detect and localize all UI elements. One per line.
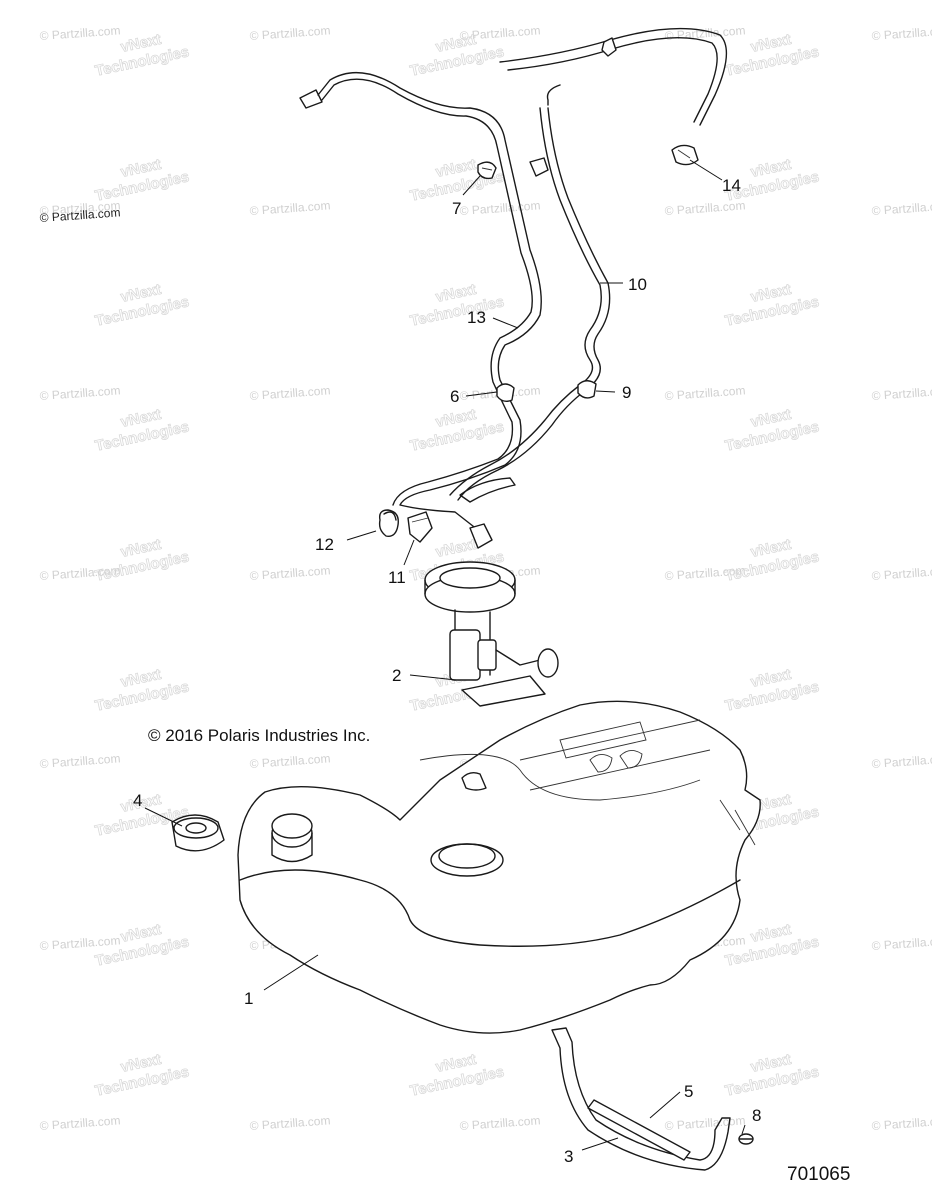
fuel-line-13[interactable] (299, 71, 542, 531)
partzilla-watermark: © Partzilla.com (39, 1113, 121, 1133)
partzilla-watermark: © Partzilla.com (39, 198, 121, 218)
clip-11[interactable] (407, 511, 433, 543)
hose-clamp-12[interactable] (378, 509, 399, 537)
partzilla-watermark: © Partzilla.com (39, 751, 121, 771)
partzilla-watermark: © Partzilla.com (249, 23, 331, 43)
callout-11[interactable]: 11 (388, 568, 406, 587)
callout-12[interactable]: 12 (315, 535, 334, 554)
partzilla-watermark: © Partzilla.com (39, 383, 121, 403)
partzilla-watermark: © Partzilla.com (249, 751, 331, 771)
callout-9[interactable]: 9 (622, 383, 631, 402)
partzilla-watermark: © Partzilla.com (871, 383, 932, 403)
partzilla-watermark: © Partzilla.com (871, 1113, 932, 1133)
partzilla-watermark: © Partzilla.com (664, 1113, 746, 1133)
partzilla-watermark: © Partzilla.com (664, 383, 746, 403)
clip-14-top[interactable] (601, 37, 617, 57)
partzilla-watermark: © Partzilla.com (664, 198, 746, 218)
callout-7[interactable]: 7 (452, 199, 461, 218)
clamp-7[interactable] (477, 161, 497, 180)
clamp-14[interactable] (671, 144, 699, 166)
callout-14[interactable]: 14 (722, 176, 741, 195)
partzilla-watermark: © Partzilla.com (249, 1113, 331, 1133)
screw-8[interactable] (738, 1133, 754, 1145)
callout-2[interactable]: 2 (392, 666, 401, 685)
partzilla-watermark: © Partzilla.com (39, 933, 121, 953)
callout-5[interactable]: 5 (684, 1082, 693, 1101)
partzilla-watermark: © Partzilla.com (871, 563, 932, 583)
partzilla-watermark: © Partzilla.com (249, 563, 331, 583)
partzilla-watermark: © Partzilla.com (39, 563, 121, 583)
partzilla-watermark: © Partzilla.com (664, 23, 746, 43)
partzilla-watermark: © Partzilla.com (249, 383, 331, 403)
callout-13[interactable]: 13 (467, 308, 486, 327)
callout-1[interactable]: 1 (244, 989, 253, 1008)
strap-pad-5[interactable] (587, 1099, 691, 1161)
partzilla-watermark: © Partzilla.com (459, 23, 541, 43)
fuel-tank-1[interactable] (237, 700, 761, 1034)
partzilla-watermark: © Partzilla.com (871, 751, 932, 771)
partzilla-watermark: © Partzilla.com (871, 933, 932, 953)
partzilla-watermark: © Partzilla.com (871, 23, 932, 43)
partzilla-watermark: © Partzilla.com (39, 23, 121, 43)
clamp-9[interactable] (577, 380, 597, 399)
fuel-line-connector (469, 523, 493, 549)
callout-4[interactable]: 4 (133, 791, 142, 810)
fuel-line-10[interactable] (449, 27, 728, 503)
partzilla-watermark: © Partzilla.com (871, 198, 932, 218)
callout-10[interactable]: 10 (628, 275, 647, 294)
partzilla-watermark: © Partzilla.com (249, 198, 331, 218)
partzilla-watermark: © Partzilla.com (459, 1113, 541, 1133)
callout-labels: 1 2 3 4 5 6 7 8 9 10 11 12 13 14 (133, 176, 761, 1166)
tank-strap-3[interactable] (551, 1027, 731, 1171)
fuel-pump-assembly-2[interactable] (424, 561, 559, 707)
callout-3[interactable]: 3 (564, 1147, 573, 1166)
partzilla-copyright: © Partzilla.com (39, 205, 121, 225)
callout-8[interactable]: 8 (752, 1106, 761, 1125)
connector-small (529, 157, 549, 177)
diagram-number: 701065 (787, 1164, 850, 1185)
fuel-cap-4[interactable] (171, 814, 225, 852)
partzilla-watermark: © Partzilla.com (459, 198, 541, 218)
callout-6[interactable]: 6 (450, 387, 459, 406)
clamp-6[interactable] (496, 383, 515, 403)
partzilla-watermark: © Partzilla.com (664, 563, 746, 583)
leader-lines (144, 159, 746, 1151)
polaris-copyright: © 2016 Polaris Industries Inc. (148, 726, 370, 745)
